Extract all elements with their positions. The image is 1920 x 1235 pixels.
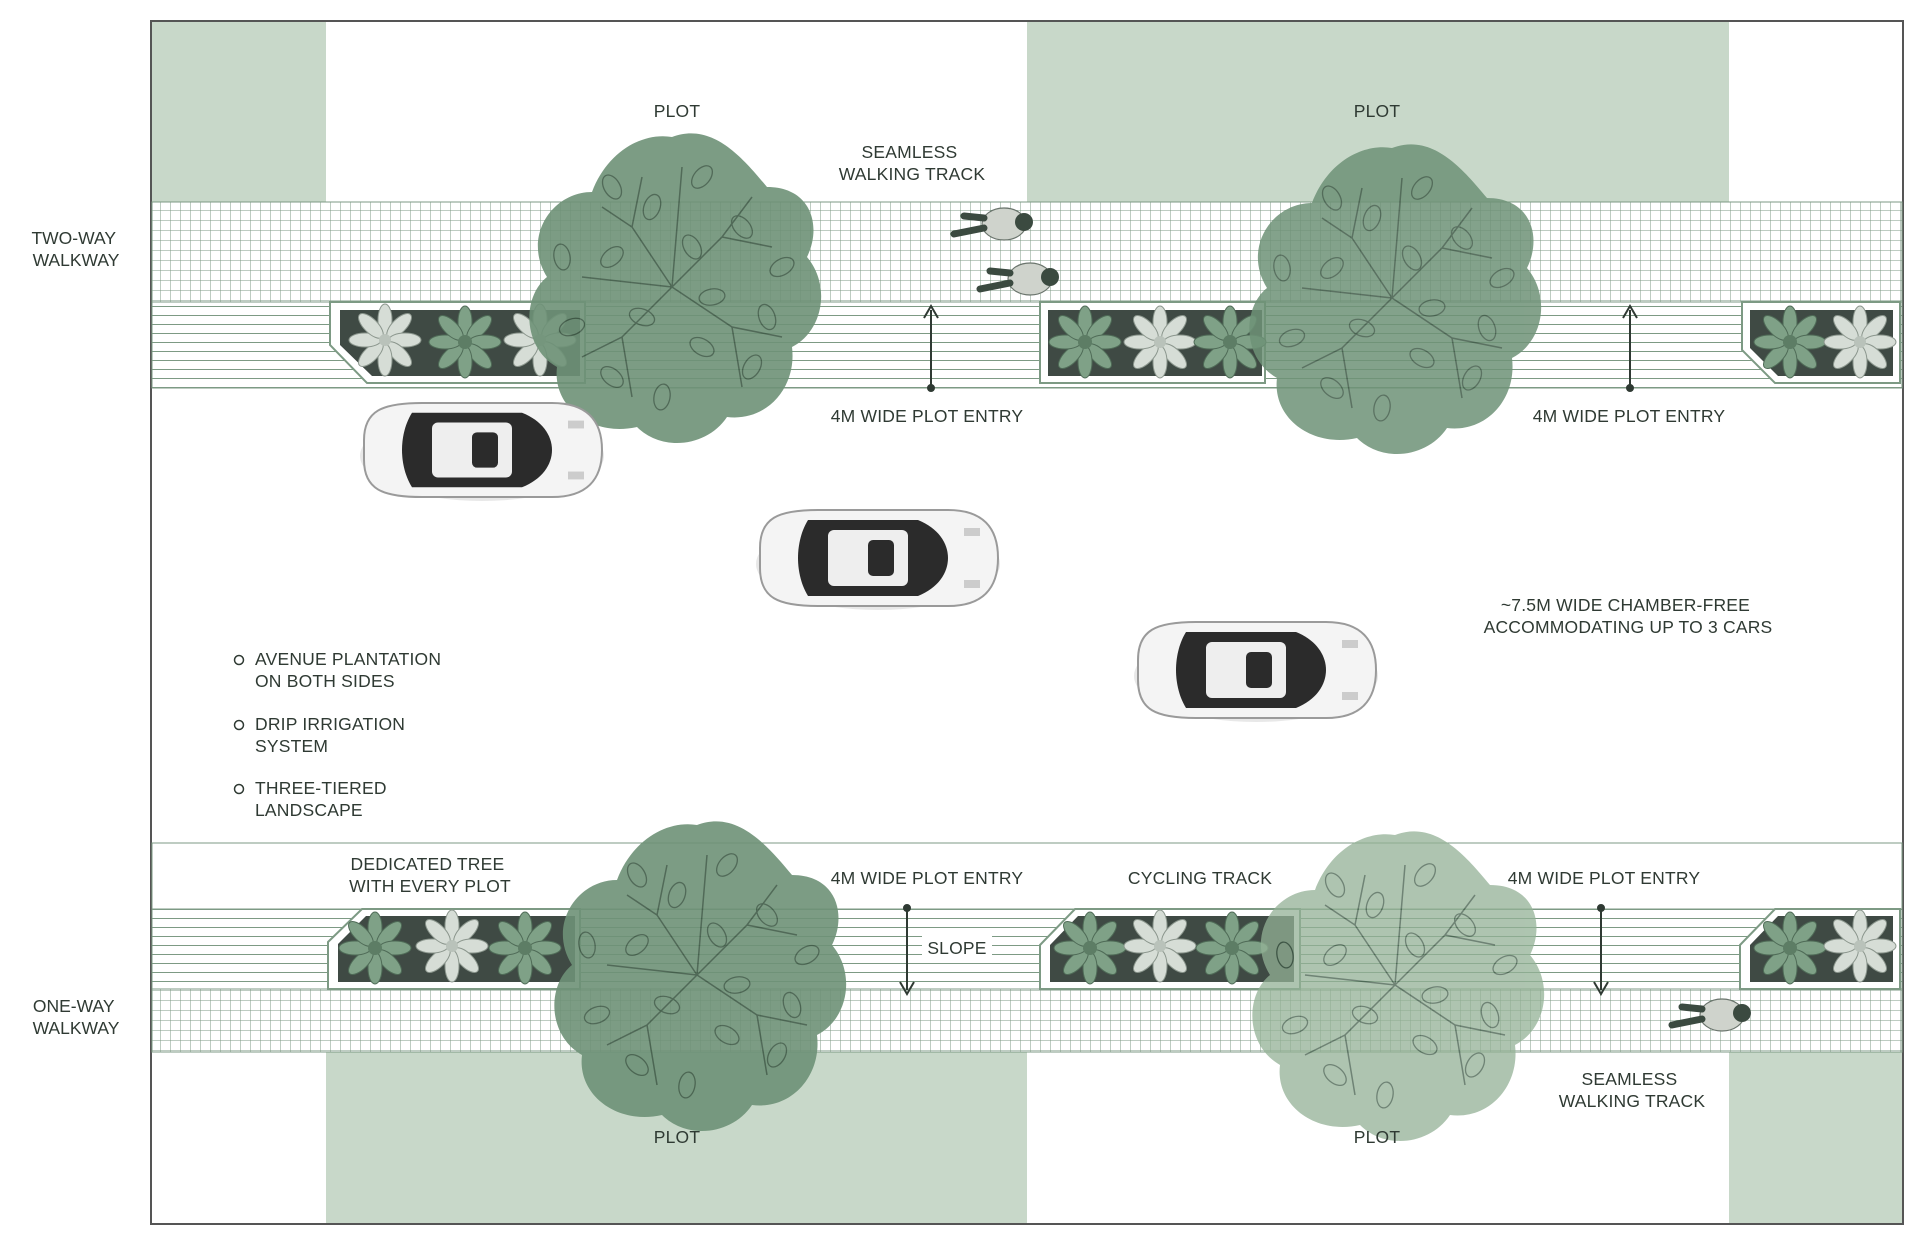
feature-item: AVENUE PLANTATION ON BOTH SIDES <box>255 649 446 691</box>
shrub-icon <box>1823 909 1897 983</box>
shrub-icon <box>1753 911 1827 985</box>
plot-entry-label: 4M WIDE PLOT ENTRY <box>831 406 1024 426</box>
arrow-icon <box>1593 904 1609 996</box>
slope-label-bg <box>922 936 992 958</box>
car-icon <box>755 509 1001 611</box>
bullet-icon <box>233 654 245 666</box>
bullet-icon <box>233 719 245 731</box>
shrub-icon <box>1048 305 1122 379</box>
shrub-icon <box>1823 305 1897 379</box>
plot-corner-top-left <box>152 22 326 202</box>
plot-corner-bottom-right <box>1729 1052 1902 1223</box>
bullet-icon <box>233 783 245 795</box>
feature-item: THREE-TIERED LANDSCAPE <box>255 778 392 820</box>
car-icon <box>359 401 605 502</box>
shrub-icon <box>1753 305 1827 379</box>
one-way-walkway-grid <box>151 988 1903 1053</box>
plot-label: PLOT <box>654 1127 701 1147</box>
shrub-icon <box>338 911 412 985</box>
one-way-walkway-label: ONE-WAY WALKWAY <box>33 996 120 1038</box>
arrow-icon <box>1622 304 1638 392</box>
shrub-icon <box>1053 911 1127 985</box>
arrow-icon <box>923 304 939 392</box>
plot-label: PLOT <box>1354 1127 1401 1147</box>
shrub-icon <box>488 911 562 985</box>
road-edge-bottom <box>151 842 1903 910</box>
road-width-label: ~7.5M WIDE CHAMBER-FREE ACCOMMODATING UP… <box>1484 595 1773 637</box>
shrub-icon <box>348 303 422 377</box>
shrub-icon <box>428 305 502 379</box>
shrub-icon <box>415 909 489 983</box>
arrow-icon <box>899 904 915 996</box>
shrub-icon <box>1195 911 1269 985</box>
walking-track-label: SEAMLESS WALKING TRACK <box>839 142 986 184</box>
plot-label: PLOT <box>654 101 701 121</box>
two-way-walkway-label: TWO-WAY WALKWAY <box>31 228 120 270</box>
plot-label: PLOT <box>1354 101 1401 121</box>
dedicated-tree-label: DEDICATED TREE WITH EVERY PLOT <box>349 854 511 896</box>
feature-list: AVENUE PLANTATION ON BOTH SIDES DRIP IRR… <box>233 649 446 820</box>
plot-entry-label: 4M WIDE PLOT ENTRY <box>1508 868 1701 888</box>
walking-track-label: SEAMLESS WALKING TRACK <box>1559 1069 1706 1111</box>
car-icon <box>1133 621 1379 723</box>
plot-entry-label: 4M WIDE PLOT ENTRY <box>831 868 1024 888</box>
cycling-track-label: CYCLING TRACK <box>1128 868 1272 888</box>
plot-entry-label: 4M WIDE PLOT ENTRY <box>1533 406 1726 426</box>
feature-item: DRIP IRRIGATION SYSTEM <box>255 714 410 756</box>
slope-label: SLOPE <box>927 938 986 958</box>
shrub-icon <box>1123 909 1197 983</box>
shrub-icon <box>1123 305 1197 379</box>
